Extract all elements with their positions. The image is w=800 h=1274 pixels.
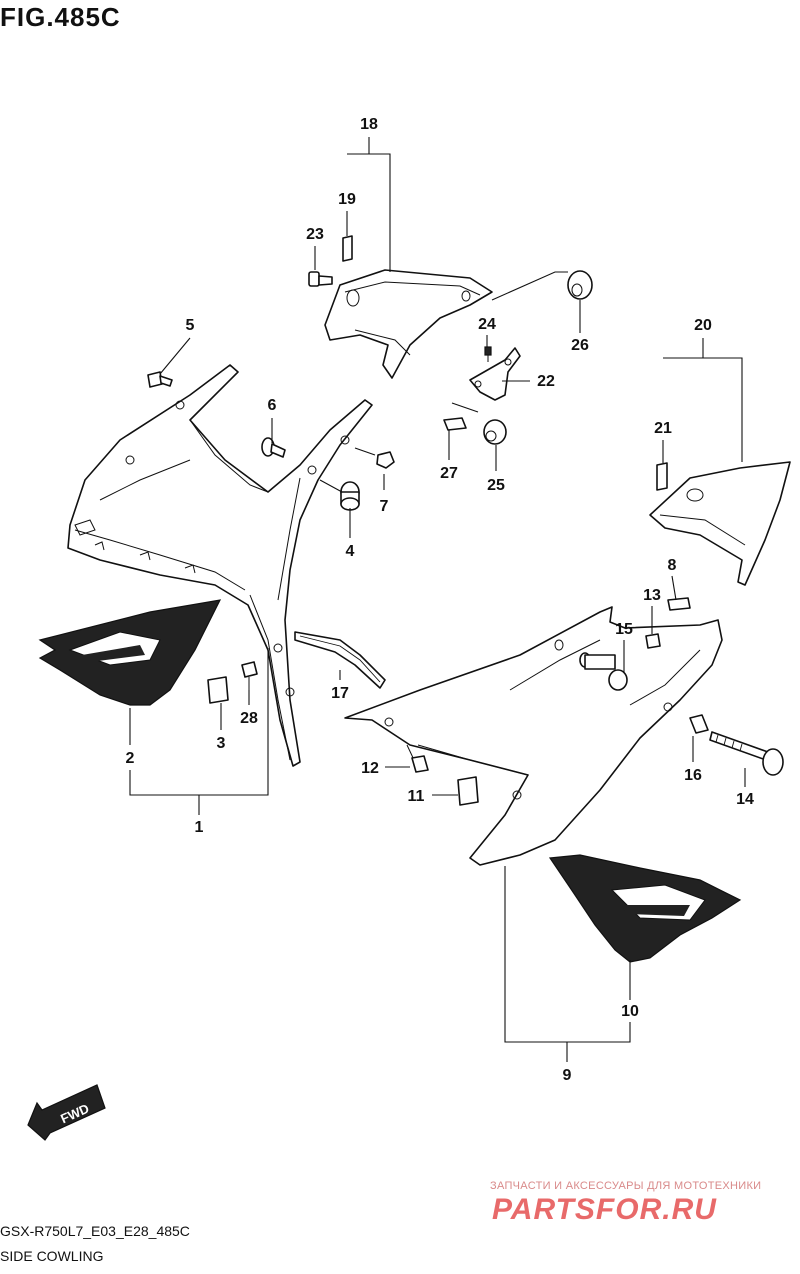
callout-2: 2 bbox=[126, 750, 135, 767]
callout-1: 1 bbox=[195, 819, 204, 836]
spacer-4 bbox=[340, 481, 360, 511]
inner-cover-upper[interactable] bbox=[324, 269, 493, 379]
collar-16 bbox=[689, 714, 709, 734]
garnish-17[interactable] bbox=[294, 631, 386, 689]
callout-16: 16 bbox=[684, 767, 702, 784]
watermark-tagline: ЗАПЧАСТИ И АКСЕССУАРЫ ДЛЯ МОТОТЕХНИКИ bbox=[490, 1180, 762, 1192]
fwd-arrow-icon: FWD bbox=[27, 1084, 106, 1141]
bolt-15 bbox=[579, 652, 628, 691]
callout-23: 23 bbox=[306, 226, 324, 243]
callout-18: 18 bbox=[360, 116, 378, 133]
inner-panel-20[interactable] bbox=[649, 461, 791, 586]
callout-5: 5 bbox=[186, 317, 195, 334]
emblem-decal-10[interactable] bbox=[548, 854, 742, 963]
callout-17: 17 bbox=[331, 685, 349, 702]
screw-5 bbox=[147, 371, 173, 388]
label-sticker-21 bbox=[656, 462, 668, 491]
callout-11: 11 bbox=[408, 788, 425, 805]
callout-22: 22 bbox=[537, 373, 555, 390]
callout-28: 28 bbox=[240, 710, 258, 727]
callout-6: 6 bbox=[268, 397, 277, 414]
bolt-14 bbox=[709, 731, 784, 776]
model-code: GSX-R750L7_E03_E28_485C bbox=[0, 1223, 190, 1239]
screw-23 bbox=[308, 271, 333, 287]
pad-3 bbox=[207, 676, 229, 704]
callout-19: 19 bbox=[338, 191, 356, 208]
grommet-25 bbox=[483, 419, 507, 445]
grommet-26 bbox=[567, 270, 593, 300]
pad-27 bbox=[443, 417, 467, 431]
nut-28 bbox=[241, 661, 258, 690]
figure-title: FIG.485C bbox=[0, 2, 121, 32]
callout-3: 3 bbox=[217, 735, 226, 752]
screw-6 bbox=[261, 437, 286, 458]
callout-24: 24 bbox=[478, 316, 496, 333]
screw-12 bbox=[406, 744, 429, 773]
callout-20: 20 bbox=[694, 317, 712, 334]
callout-9: 9 bbox=[563, 1067, 572, 1084]
section-name: SIDE COWLING bbox=[0, 1248, 104, 1264]
callout-8: 8 bbox=[668, 557, 677, 574]
callout-10: 10 bbox=[621, 1003, 639, 1020]
callout-27: 27 bbox=[440, 465, 458, 482]
callout-4: 4 bbox=[346, 543, 355, 560]
under-cowling-9[interactable] bbox=[344, 606, 723, 866]
label-sticker-19 bbox=[342, 235, 353, 262]
callout-15: 15 bbox=[615, 621, 633, 638]
emblem-decal-2[interactable] bbox=[38, 599, 222, 706]
watermark-logo[interactable]: PARTSFOR.RU bbox=[492, 1193, 717, 1226]
nut-7 bbox=[376, 451, 395, 469]
pad-11 bbox=[457, 776, 479, 806]
pad-8 bbox=[667, 597, 691, 611]
callout-26: 26 bbox=[571, 337, 589, 354]
callout-12: 12 bbox=[361, 760, 379, 777]
bracket-22 bbox=[469, 347, 521, 401]
callout-25: 25 bbox=[487, 477, 505, 494]
callout-14: 14 bbox=[736, 791, 754, 808]
callout-7: 7 bbox=[380, 498, 389, 515]
screw-24 bbox=[484, 346, 492, 362]
side-cowling-1[interactable] bbox=[67, 364, 373, 767]
callout-13: 13 bbox=[643, 587, 661, 604]
callout-21: 21 bbox=[654, 420, 672, 437]
grommet-13 bbox=[645, 633, 661, 649]
